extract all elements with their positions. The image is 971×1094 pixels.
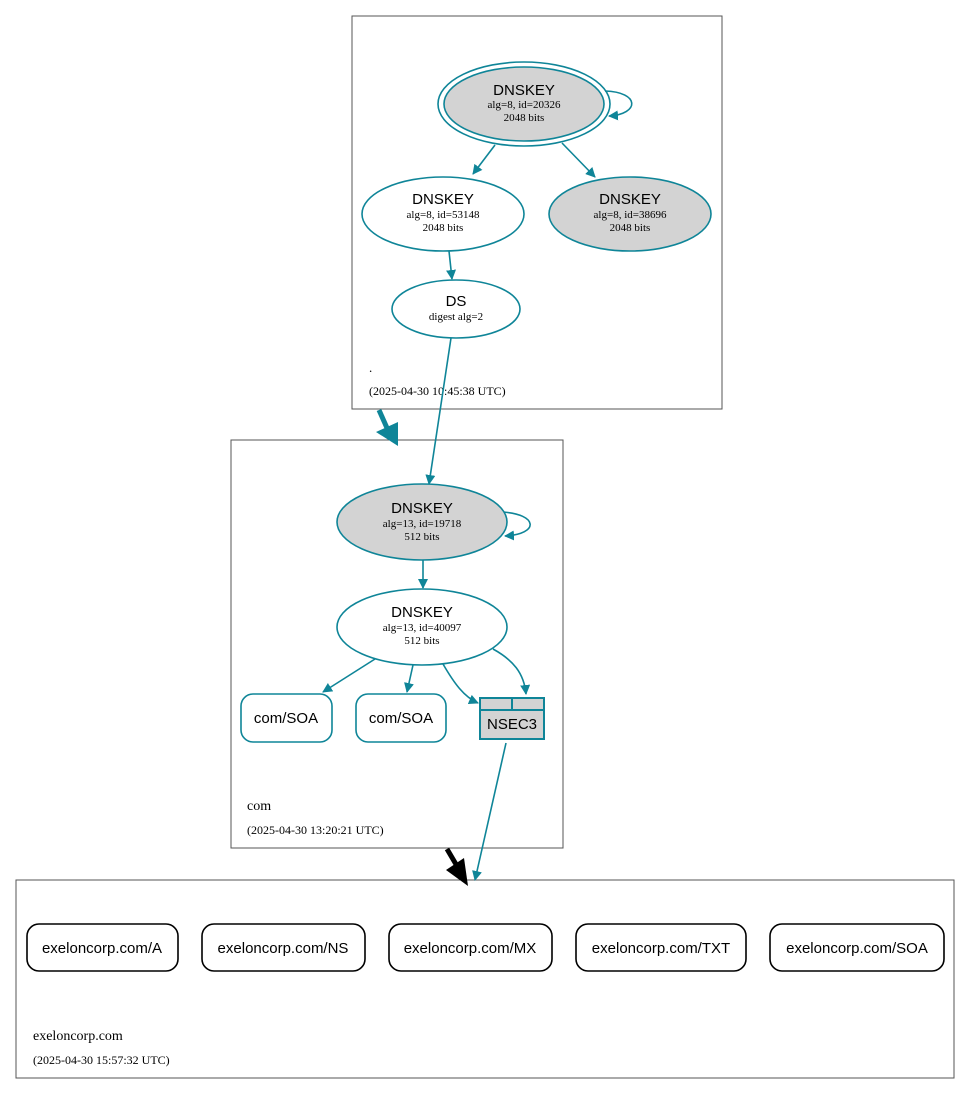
zone-exeloncorp-timestamp: (2025-04-30 15:57:32 UTC) <box>33 1053 170 1067</box>
node-com-zsk-title: DNSKEY <box>391 604 453 621</box>
delegation-com-exeloncorp <box>444 847 468 886</box>
node-ds-title: DS <box>446 293 467 310</box>
zone-root-box <box>351 15 723 410</box>
node-root-ksk-line2: 2048 bits <box>504 112 545 124</box>
node-root-zsk[interactable]: DNSKEY alg=8, id=53148 2048 bits <box>361 176 525 252</box>
node-rr-txt-label: exeloncorp.com/TXT <box>592 940 730 957</box>
node-root-key3-title: DNSKEY <box>599 191 661 208</box>
node-com-zsk[interactable]: DNSKEY alg=13, id=40097 512 bits <box>336 588 508 666</box>
node-com-soa-1-label: com/SOA <box>254 710 318 727</box>
zone-exeloncorp-box <box>15 879 955 1079</box>
delegation-root-com <box>376 408 398 446</box>
edge-nsec3-exeloncorp <box>472 742 507 881</box>
node-root-ksk-title: DNSKEY <box>493 82 555 99</box>
node-root-zsk-line2: 2048 bits <box>423 222 464 234</box>
edge-root-zsk-ds <box>446 250 457 280</box>
node-com-ksk-line1: alg=13, id=19718 <box>383 518 462 530</box>
node-rr-mx[interactable]: exeloncorp.com/MX <box>388 923 553 972</box>
edge-ds-com-ksk <box>425 337 452 485</box>
node-com-soa-2-label: com/SOA <box>369 710 433 727</box>
node-root-key3-line1: alg=8, id=38696 <box>594 209 667 221</box>
node-root-zsk-title: DNSKEY <box>412 191 474 208</box>
node-rr-a[interactable]: exeloncorp.com/A <box>26 923 179 972</box>
zone-root-name: . <box>369 360 372 375</box>
edges <box>322 90 633 881</box>
edge-com-ksk-self <box>501 511 531 541</box>
edge-com-zsk-nsec3-a <box>442 663 479 705</box>
node-ds-line1: digest alg=2 <box>429 311 483 323</box>
edge-com-zsk-soa2 <box>404 664 414 693</box>
zone-root-timestamp: (2025-04-30 10:45:38 UTC) <box>369 384 506 398</box>
node-com-ksk-line2: 512 bits <box>404 531 439 543</box>
node-com-ksk-title: DNSKEY <box>391 500 453 517</box>
node-com-zsk-line2: 512 bits <box>404 635 439 647</box>
node-rr-soa-label: exeloncorp.com/SOA <box>786 940 928 957</box>
edge-com-zsk-nsec3-b <box>492 648 531 695</box>
node-root-key3[interactable]: DNSKEY alg=8, id=38696 2048 bits <box>548 176 712 252</box>
node-com-zsk-line1: alg=13, id=40097 <box>383 622 462 634</box>
node-rr-ns-label: exeloncorp.com/NS <box>218 940 349 957</box>
node-nsec3[interactable]: NSEC3 <box>479 697 545 740</box>
node-ds[interactable]: DS digest alg=2 <box>391 279 521 339</box>
zone-com-timestamp: (2025-04-30 13:20:21 UTC) <box>247 823 384 837</box>
node-rr-mx-label: exeloncorp.com/MX <box>404 940 537 957</box>
node-com-ksk[interactable]: DNSKEY alg=13, id=19718 512 bits <box>336 483 508 561</box>
node-rr-soa[interactable]: exeloncorp.com/SOA <box>769 923 945 972</box>
node-root-ksk-line1: alg=8, id=20326 <box>488 99 561 111</box>
node-com-soa-2[interactable]: com/SOA <box>355 693 447 743</box>
zone-com-name: com <box>247 799 271 814</box>
node-com-soa-1[interactable]: com/SOA <box>240 693 333 743</box>
node-root-ksk[interactable]: DNSKEY alg=8, id=20326 2048 bits <box>437 61 611 147</box>
edge-root-ksk-self <box>604 90 633 121</box>
node-root-key3-line2: 2048 bits <box>610 222 651 234</box>
zone-exeloncorp-name: exeloncorp.com <box>33 1029 123 1044</box>
node-root-zsk-line1: alg=8, id=53148 <box>407 209 480 221</box>
node-nsec3-label: NSEC3 <box>487 716 537 733</box>
node-rr-ns[interactable]: exeloncorp.com/NS <box>201 923 366 972</box>
node-rr-a-label: exeloncorp.com/A <box>42 940 162 957</box>
node-rr-txt[interactable]: exeloncorp.com/TXT <box>575 923 747 972</box>
edge-com-zsk-soa1 <box>322 658 376 693</box>
edge-root-ksk-key3 <box>561 142 596 178</box>
edge-root-ksk-zsk <box>472 144 496 175</box>
